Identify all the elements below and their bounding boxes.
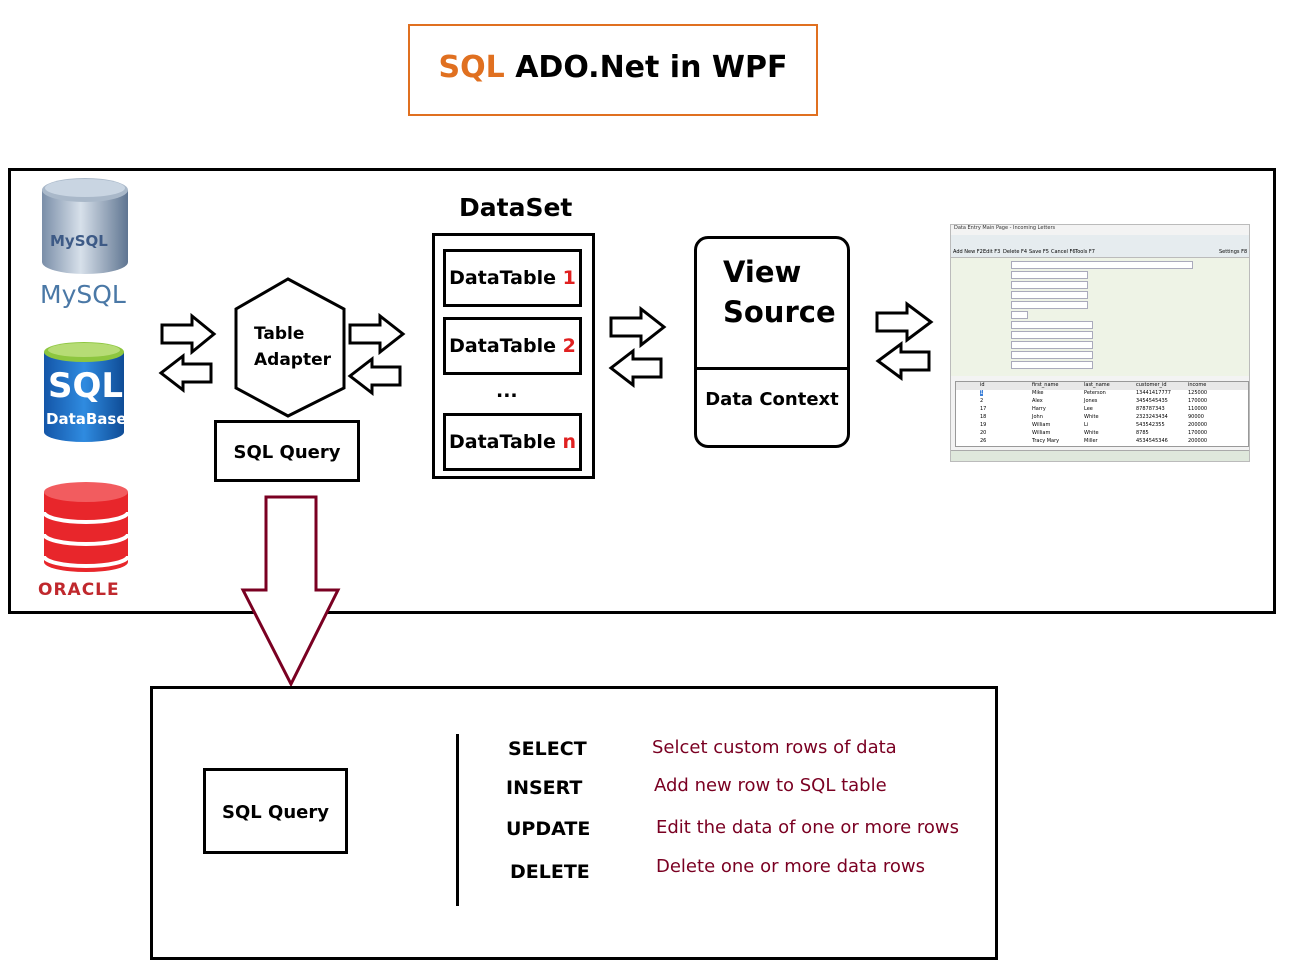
title-rest: ADO.Net in WPF: [504, 50, 788, 85]
arrow-right-icon: [609, 305, 667, 349]
screenshot-grid: id first_name last_name customer_id inco…: [955, 381, 1249, 447]
view-source-divider: [697, 367, 847, 370]
wpf-app-screenshot: Data Entry Main Page - Incoming Letters …: [950, 224, 1250, 462]
arrow-left-icon: [875, 341, 931, 381]
sql-query-box-bottom: SQL Query: [203, 768, 348, 854]
screenshot-toolbar-cancel: Cancel F6: [1051, 249, 1076, 255]
arrow-left-icon: [347, 355, 402, 397]
title-box: SQL ADO.Net in WPF: [408, 24, 818, 116]
title-accent: SQL: [438, 50, 505, 85]
sql-query-label-bottom: SQL Query: [222, 802, 329, 823]
datatable-label: DataTable: [449, 335, 556, 357]
sql-query-box: SQL Query: [214, 420, 360, 482]
oracle-logo: [42, 482, 130, 572]
op-update: UPDATE: [506, 818, 591, 840]
datatable-number: 2: [562, 335, 576, 357]
datatable-label: DataTable: [449, 267, 556, 289]
op-delete-desc: Delete one or more data rows: [656, 856, 925, 877]
screenshot-grid-header: id first_name last_name customer_id inco…: [956, 382, 1248, 390]
datatable-1: DataTable 1: [443, 249, 582, 307]
datatable-number: n: [562, 431, 576, 453]
op-update-desc: Edit the data of one or more rows: [656, 817, 959, 838]
screenshot-form-area: [951, 258, 1249, 376]
datatable-n: DataTable n: [443, 413, 582, 471]
arrow-right-icon: [348, 312, 406, 356]
screenshot-toolbar-tools: Tools F7: [1075, 249, 1095, 255]
sql-query-label: SQL Query: [233, 442, 341, 463]
view-source-line1: View: [723, 255, 802, 289]
sql-logo-sub: DataBase: [46, 410, 127, 428]
divider-line: [456, 734, 459, 906]
op-delete: DELETE: [510, 861, 590, 883]
arrow-down-icon: [240, 495, 341, 688]
screenshot-toolbar: Add New F2 Edit F3 Delete F4 Save F5 Can…: [951, 235, 1249, 258]
dataset-title: DataSet: [459, 193, 573, 222]
sql-database-logo: [44, 342, 124, 442]
sql-logo-text: SQL: [48, 366, 124, 406]
arrow-left-icon: [158, 352, 213, 394]
table-adapter-line1: Table: [254, 324, 305, 344]
mysql-logo: [42, 178, 128, 274]
datatable-ellipsis: ...: [496, 380, 518, 402]
data-context-label: Data Context: [705, 389, 839, 410]
screenshot-toolbar-add: Add New F2: [953, 249, 983, 255]
page-title: SQL ADO.Net in WPF: [410, 50, 816, 85]
screenshot-status-bar: [951, 450, 1249, 461]
arrow-left-icon: [608, 347, 663, 389]
dataset-box: [432, 233, 595, 479]
op-select-desc: Selcet custom rows of data: [652, 737, 897, 758]
op-insert: INSERT: [506, 777, 583, 799]
screenshot-toolbar-settings: Settings F8: [1219, 249, 1248, 255]
view-source-box: View Source Data Context: [694, 236, 850, 448]
screenshot-toolbar-save: Save F5: [1029, 249, 1049, 255]
arrow-right-icon: [160, 312, 217, 356]
oracle-logo-text: ORACLE: [38, 580, 120, 600]
datatable-label: DataTable: [449, 431, 556, 453]
op-select: SELECT: [508, 738, 587, 760]
mysql-cylinder-text: MySQL: [50, 232, 108, 250]
table-adapter-line2: Adapter: [254, 350, 332, 370]
table-adapter-hexagon: [234, 277, 346, 418]
datatable-number: 1: [562, 267, 576, 289]
screenshot-window-title: Data Entry Main Page - Incoming Letters: [954, 225, 1056, 231]
op-insert-desc: Add new row to SQL table: [654, 775, 887, 796]
mysql-logo-text: MySQL: [40, 280, 126, 309]
screenshot-toolbar-edit: Edit F3: [983, 249, 1001, 255]
datatable-2: DataTable 2: [443, 317, 582, 375]
arrow-right-icon: [875, 301, 934, 343]
view-source-line2: Source: [723, 295, 836, 329]
screenshot-toolbar-delete: Delete F4: [1003, 249, 1028, 255]
